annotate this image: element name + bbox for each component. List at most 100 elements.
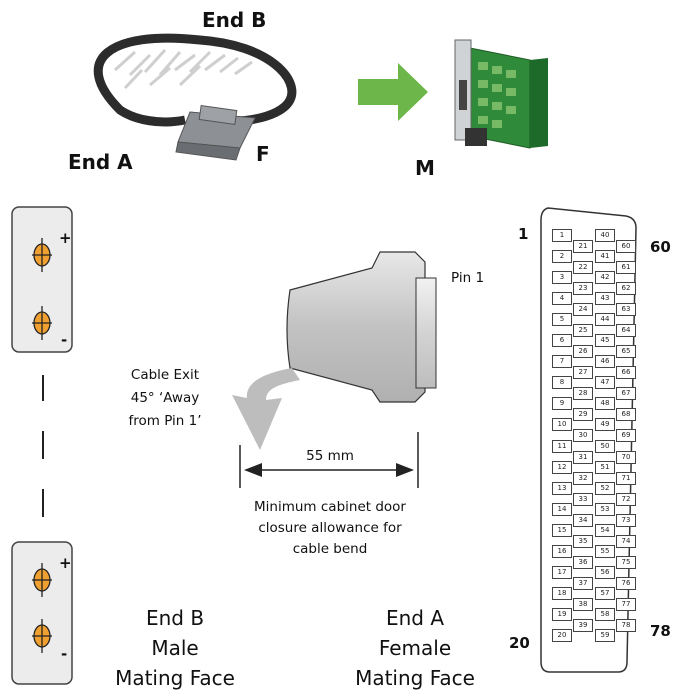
terminal-plus-1: + xyxy=(59,229,72,247)
pin-44: 44 xyxy=(595,313,615,327)
end-a-mating-label: End A Female Mating Face xyxy=(330,603,500,693)
pin-75: 75 xyxy=(616,555,636,569)
pin-4: 4 xyxy=(552,292,572,306)
pin-7: 7 xyxy=(552,355,572,369)
pin-37: 37 xyxy=(573,576,593,590)
pin-33: 33 xyxy=(573,492,593,506)
pin-15: 15 xyxy=(552,523,572,537)
m-label: M xyxy=(415,156,435,180)
pin-40: 40 xyxy=(595,229,615,242)
corner-label-1: 1 xyxy=(518,225,529,243)
connector-side-view xyxy=(286,251,437,403)
pin-17: 17 xyxy=(552,565,572,579)
pin-70: 70 xyxy=(616,450,636,464)
pin-47: 47 xyxy=(595,376,615,390)
pin-64: 64 xyxy=(616,324,636,338)
pin-9: 9 xyxy=(552,397,572,411)
end-a-line-3: Mating Face xyxy=(355,666,475,690)
pin-56: 56 xyxy=(595,565,615,579)
end-b-line-3: Mating Face xyxy=(115,666,235,690)
pin-72: 72 xyxy=(616,492,636,506)
pin-61: 61 xyxy=(616,261,636,275)
pin-11: 11 xyxy=(552,439,572,453)
pin-71: 71 xyxy=(616,471,636,485)
pin-22: 22 xyxy=(573,261,593,275)
pin-25: 25 xyxy=(573,324,593,338)
pin-38: 38 xyxy=(573,597,593,611)
note-line-1: Minimum cabinet door xyxy=(254,499,406,515)
pin-14: 14 xyxy=(552,502,572,516)
cable-exit-line-2: 45° ‘Away xyxy=(130,390,200,406)
corner-label-78: 78 xyxy=(650,622,671,640)
pin-27: 27 xyxy=(573,366,593,380)
pin-2: 2 xyxy=(552,250,572,264)
dimension-label: 55 mm xyxy=(306,448,354,464)
pin-66: 66 xyxy=(616,366,636,380)
pin-8: 8 xyxy=(552,376,572,390)
pin-73: 73 xyxy=(616,513,636,527)
pin-43: 43 xyxy=(595,292,615,306)
pin-26: 26 xyxy=(573,345,593,359)
pin-19: 19 xyxy=(552,607,572,621)
pin-45: 45 xyxy=(595,334,615,348)
pin-62: 62 xyxy=(616,282,636,296)
cable-exit-line-3: from Pin 1’ xyxy=(128,413,202,429)
corner-label-20: 20 xyxy=(509,634,530,652)
end-a-line-1: End A xyxy=(385,606,445,630)
pin-77: 77 xyxy=(616,597,636,611)
pin-18: 18 xyxy=(552,586,572,600)
pin-76: 76 xyxy=(616,576,636,590)
corner-label-60: 60 xyxy=(650,238,671,256)
pin-65: 65 xyxy=(616,345,636,359)
terminal-minus-2: - xyxy=(61,645,68,663)
pin-74: 74 xyxy=(616,534,636,548)
pin-32: 32 xyxy=(573,471,593,485)
terminal-plus-2: + xyxy=(59,554,72,572)
pin-67: 67 xyxy=(616,387,636,401)
pin-31: 31 xyxy=(573,450,593,464)
pin-5: 5 xyxy=(552,313,572,327)
pin-50: 50 xyxy=(595,439,615,453)
pin-36: 36 xyxy=(573,555,593,569)
pin-51: 51 xyxy=(595,460,615,474)
pin-12: 12 xyxy=(552,460,572,474)
pin-69: 69 xyxy=(616,429,636,443)
pin-46: 46 xyxy=(595,355,615,369)
pin-39: 39 xyxy=(573,618,593,632)
pin-35: 35 xyxy=(573,534,593,548)
pin-10: 10 xyxy=(552,418,572,432)
pin-48: 48 xyxy=(595,397,615,411)
pin-21: 21 xyxy=(573,240,593,253)
pin-53: 53 xyxy=(595,502,615,516)
note-line-3: cable bend xyxy=(292,541,368,557)
terminal-minus-1: - xyxy=(61,331,68,349)
pin-42: 42 xyxy=(595,271,615,285)
pin-58: 58 xyxy=(595,607,615,621)
pin-23: 23 xyxy=(573,282,593,296)
pin-20: 20 xyxy=(552,628,572,642)
pin-3: 3 xyxy=(552,271,572,285)
end-a-top-label: End A xyxy=(68,150,133,174)
end-b-line-1: End B xyxy=(145,606,205,630)
pin-52: 52 xyxy=(595,481,615,495)
pin-16: 16 xyxy=(552,544,572,558)
cabinet-note: Minimum cabinet door closure allowance f… xyxy=(225,497,435,560)
end-b-mating-label: End B Male Mating Face xyxy=(90,603,260,693)
end-a-line-2: Female xyxy=(378,636,452,660)
pin-28: 28 xyxy=(573,387,593,401)
pin-34: 34 xyxy=(573,513,593,527)
pin-29: 29 xyxy=(573,408,593,422)
cable-exit-line-1: Cable Exit xyxy=(130,367,200,383)
pin-54: 54 xyxy=(595,523,615,537)
pin-59: 59 xyxy=(595,628,615,642)
pin1-label: Pin 1 xyxy=(451,270,485,286)
pin-13: 13 xyxy=(552,481,572,495)
pin-63: 63 xyxy=(616,303,636,317)
pin-60: 60 xyxy=(616,240,636,253)
pin-24: 24 xyxy=(573,303,593,317)
pin-68: 68 xyxy=(616,408,636,422)
pin-41: 41 xyxy=(595,250,615,264)
end-b-line-2: Male xyxy=(151,636,199,660)
